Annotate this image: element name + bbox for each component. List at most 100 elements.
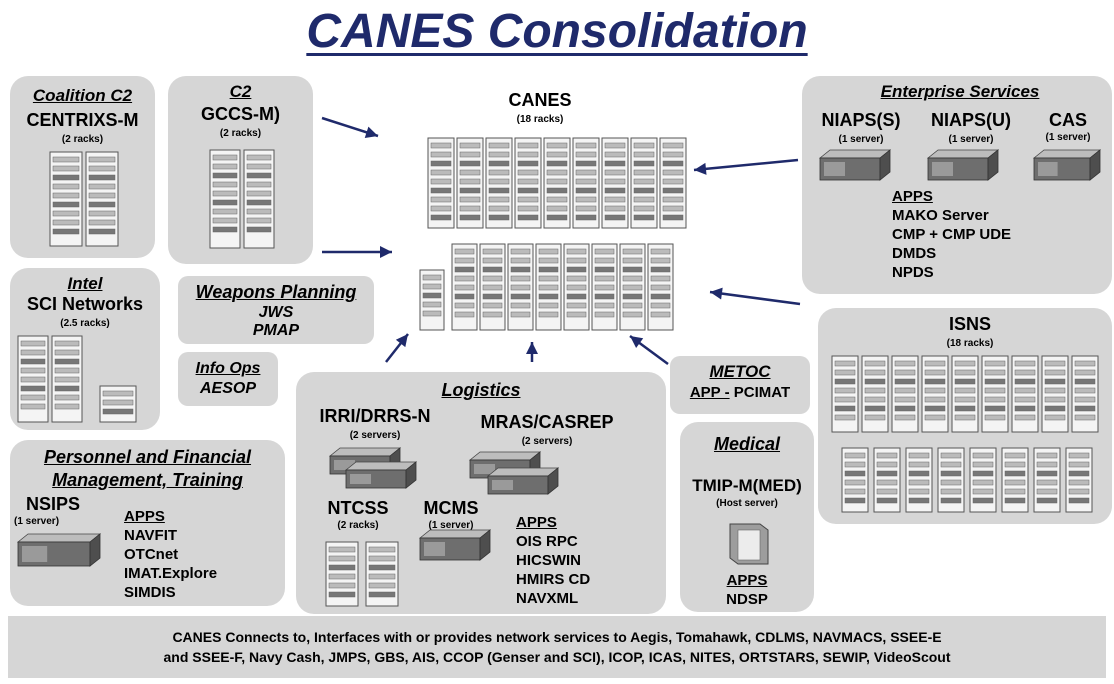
arrowhead-icon xyxy=(630,336,644,348)
rack-slot xyxy=(212,199,238,206)
weapons-planning-group xyxy=(178,276,374,344)
page-title: CANES Consolidation xyxy=(306,5,808,58)
rack-slot xyxy=(622,302,643,309)
rack-slot xyxy=(538,311,559,318)
rack-slot xyxy=(454,293,475,300)
rack-slot xyxy=(517,205,539,212)
rack-slot xyxy=(430,142,452,149)
rack-slot xyxy=(454,302,475,309)
rack-slot xyxy=(422,274,442,281)
rack-slot xyxy=(924,378,946,385)
rack-slot xyxy=(430,187,452,194)
irri-label: IRRI/DRRS-N xyxy=(319,406,431,426)
arrowhead-icon xyxy=(380,246,392,258)
rack-slot xyxy=(212,172,238,179)
rack-slot xyxy=(517,169,539,176)
rack-slot xyxy=(566,311,587,318)
rack-slot xyxy=(662,214,684,221)
rack-slot xyxy=(546,142,568,149)
rack-slot xyxy=(546,205,568,212)
rack-slot xyxy=(54,385,80,392)
app-navfit: NAVFIT xyxy=(124,527,178,544)
niaps-s-count: (1 server) xyxy=(838,134,884,145)
rack-slot xyxy=(1004,470,1026,477)
rack-slot xyxy=(594,257,615,264)
rack-slot xyxy=(1014,396,1036,403)
rack-slot xyxy=(88,156,116,163)
rack-slot xyxy=(88,192,116,199)
rack-slot xyxy=(594,266,615,273)
rack-slot xyxy=(940,452,962,459)
rack-slot xyxy=(1068,479,1090,486)
rack-slot xyxy=(924,360,946,367)
rack-slot xyxy=(212,163,238,170)
server-bay xyxy=(1038,162,1058,176)
rack-slot xyxy=(876,470,898,477)
canes-count: (18 racks) xyxy=(516,114,564,125)
rack-slot xyxy=(662,187,684,194)
rack-slot xyxy=(538,266,559,273)
rack-slot xyxy=(459,205,481,212)
rack-slot xyxy=(459,178,481,185)
mras-count: (2 servers) xyxy=(521,436,573,447)
personnel-group xyxy=(10,440,285,606)
rack-slot xyxy=(246,163,272,170)
rack-slot xyxy=(459,196,481,203)
sci-networks-label: SCI Networks xyxy=(26,294,144,314)
rack-icon xyxy=(831,355,859,433)
rack-slot xyxy=(1004,461,1026,468)
rack-slot xyxy=(594,293,615,300)
rack-slot xyxy=(54,358,80,365)
rack-slot xyxy=(459,169,481,176)
rack-slot xyxy=(650,284,671,291)
enterprise-apps-list: MAKO Server CMP + CMP UDE DMDS NPDS xyxy=(892,206,1011,282)
rack-slot xyxy=(510,311,531,318)
ntcss-count: (2 racks) xyxy=(337,520,379,531)
rack-slot xyxy=(546,160,568,167)
rack-slot xyxy=(662,169,684,176)
app-mako-server: MAKO Server xyxy=(892,207,989,224)
rack-slot xyxy=(876,452,898,459)
footer-banner: CANES Connects to, Interfaces with or pr… xyxy=(8,616,1106,678)
rack-slot xyxy=(622,248,643,255)
rack-slot xyxy=(454,275,475,282)
rack-slot xyxy=(546,169,568,176)
server-icon xyxy=(486,467,560,477)
rack-slot xyxy=(546,214,568,221)
rack-slot xyxy=(566,302,587,309)
weapons-planning-header: Weapons Planning xyxy=(195,282,357,302)
rack-slot xyxy=(1044,369,1066,376)
rack-slot xyxy=(1036,497,1058,504)
rack-slot xyxy=(54,394,80,401)
rack-slot xyxy=(575,178,597,185)
rack-slot xyxy=(894,369,916,376)
rack-slot xyxy=(566,275,587,282)
rack-slot xyxy=(422,292,442,299)
rack-slot xyxy=(844,452,866,459)
rack-slot xyxy=(864,387,886,394)
rack-slot xyxy=(864,378,886,385)
rack-slot xyxy=(594,284,615,291)
rack-slot xyxy=(622,257,643,264)
rack-slot xyxy=(633,169,655,176)
rack-slot xyxy=(52,201,80,208)
rack-slot xyxy=(538,284,559,291)
server-icon xyxy=(344,461,418,471)
c2-header: C2 xyxy=(229,82,252,101)
cas-count: (1 server) xyxy=(1045,132,1091,143)
rack-slot xyxy=(622,284,643,291)
rack-slot xyxy=(517,142,539,149)
rack-slot xyxy=(940,488,962,495)
app-ois-rpc: OIS RPC xyxy=(516,533,578,550)
server-icon xyxy=(818,149,892,159)
rack-slot xyxy=(908,479,930,486)
app-otcnet: OTCnet xyxy=(124,546,179,563)
rack-icon xyxy=(891,355,919,433)
rack-slot xyxy=(454,257,475,264)
server-bay xyxy=(492,480,513,490)
app-simdis: SIMDIS xyxy=(124,584,176,601)
metoc-header: METOC xyxy=(709,362,771,381)
rack-slot xyxy=(575,187,597,194)
rack-slot xyxy=(88,210,116,217)
rack-slot xyxy=(482,275,503,282)
